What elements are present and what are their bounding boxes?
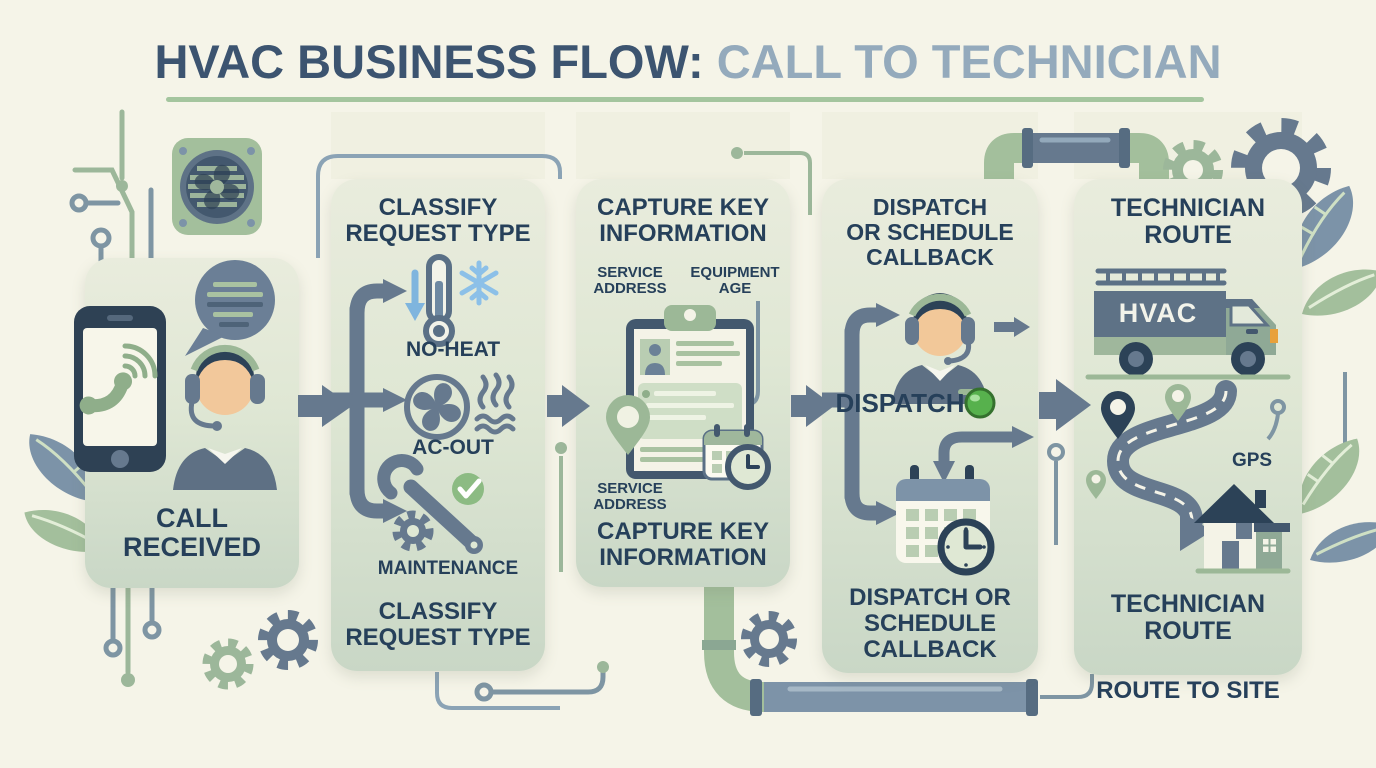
calendar-clock-icon <box>702 424 771 490</box>
branch-label-ac-out: AC-OUT <box>412 436 494 459</box>
circuit-line-top-center-icon <box>731 147 812 215</box>
wrench-icon <box>377 454 483 554</box>
branch-arrows-icon <box>822 307 884 521</box>
exhaust-fan-icon <box>172 138 262 235</box>
gps-circuit-icon <box>1266 399 1286 441</box>
leaf-icon <box>1310 522 1376 563</box>
status-dot-green <box>964 387 996 419</box>
panel-route-heading: TECHNICIAN ROUTE <box>1110 194 1266 249</box>
circuit-line-below-classify <box>435 661 609 710</box>
pipe-bottom-icon <box>702 586 1094 716</box>
clipboard-icon <box>626 305 754 479</box>
label-route-to-site: ROUTE TO SITE <box>1096 677 1280 704</box>
leaf-icon <box>1302 269 1376 316</box>
page-title: HVAC BUSINESS FLOW: CALL TO TECHNICIAN <box>0 34 1376 89</box>
heat-waves-icon <box>474 372 516 435</box>
circuit-lines-bottom-left-icon <box>103 585 162 687</box>
leaf-icon <box>1295 185 1354 268</box>
temperature-drop-icon <box>405 254 455 347</box>
panel-dispatch-heading: DISPATCH OR SCHEDULE CALLBACK <box>846 194 1014 270</box>
branch-label-no-heat: NO-HEAT <box>405 338 501 361</box>
location-pin-icon-dark <box>1101 391 1135 439</box>
route-path-icon <box>1106 380 1237 551</box>
column-band <box>331 112 545 179</box>
smartphone-icon <box>74 306 166 472</box>
classify-graphics <box>331 254 516 554</box>
check-circle-icon <box>452 473 484 505</box>
panel-call-received: CALL RECEIVED <box>74 258 299 588</box>
page-title-secondary: CALL TO TECHNICIAN <box>703 35 1222 88</box>
column-band <box>576 112 790 179</box>
label-gps: GPS <box>1231 450 1273 471</box>
pipe-top-icon <box>984 128 1169 182</box>
branch-arrows-icon <box>331 283 391 519</box>
van-hvac-text: HVAC <box>1118 298 1198 328</box>
panel-classify-request: CLASSIFY REQUEST TYPE NO-HEAT AC-OUT MAI… <box>331 179 545 671</box>
circuit-outline-top-center <box>316 154 562 258</box>
panel-dispatch-footer: DISPATCH OR SCHEDULE CALLBACK <box>849 584 1011 663</box>
panel-capture-info: CAPTURE KEY INFORMATION SERVICE ADDRESS … <box>576 179 790 587</box>
speech-bubble-icon <box>185 260 275 356</box>
signal-waves-icon <box>122 343 158 379</box>
house-icon <box>1194 484 1291 574</box>
label-equipment-age: EQUIPMENT AGE <box>690 264 780 298</box>
location-pin-icon-small <box>1086 470 1106 499</box>
call-received-graphics <box>173 260 277 490</box>
page-title-primary: HVAC BUSINESS FLOW: <box>154 35 704 88</box>
dispatch-graphics <box>822 293 1034 576</box>
branch-arrowheads <box>383 279 407 523</box>
fan-icon <box>404 374 470 440</box>
gear-icon-bottom-center <box>741 611 797 667</box>
capture-graphics <box>606 301 771 490</box>
snowflake-icon <box>459 260 499 306</box>
dispatcher-agent-icon <box>892 293 988 404</box>
arrow-call-to-classify <box>298 385 352 427</box>
label-dispatch: DISPATCH <box>835 388 965 418</box>
panel-classify-heading: CLASSIFY REQUEST TYPE <box>345 194 531 247</box>
arrow-classify-to-capture <box>547 385 590 427</box>
small-right-arrow-icon <box>994 317 1030 337</box>
panel-capture-heading: CAPTURE KEY INFORMATION <box>596 194 770 247</box>
location-pin-icon <box>606 395 650 455</box>
circuit-dot-between-classify-capture <box>555 442 567 572</box>
leaf-icon <box>1298 438 1360 514</box>
label-service-address-small: SERVICE ADDRESS <box>593 480 667 514</box>
calendar-clock-icon <box>896 465 995 576</box>
panel-capture-footer: CAPTURE KEY INFORMATION <box>596 518 770 571</box>
circuit-dot-between-dispatch-route <box>1047 443 1065 545</box>
phone-handset-icon <box>79 372 133 415</box>
gear-icon-bottom-left-green <box>202 638 254 690</box>
branch-arrowheads <box>876 303 900 525</box>
panel-dispatch: DISPATCH OR SCHEDULE CALLBACK DISPATCH D… <box>822 179 1038 673</box>
panel-call-received-label: CALL RECEIVED <box>122 503 262 563</box>
arrow-capture-to-dispatch <box>791 385 834 427</box>
panel-route-footer: TECHNICIAN ROUTE <box>1110 590 1266 645</box>
title-underline <box>166 97 1204 102</box>
gear-icon-maintenance <box>392 510 434 552</box>
call-agent-icon <box>173 344 277 490</box>
branch-label-maintenance: MAINTENANCE <box>377 558 519 579</box>
panel-classify-footer: CLASSIFY REQUEST TYPE <box>345 598 531 651</box>
arrow-dispatch-to-route <box>1039 379 1091 431</box>
panel-technician-route: TECHNICIAN ROUTE HVAC GPS TECHNICIAN ROU… <box>1074 179 1302 675</box>
label-service-address: SERVICE ADDRESS <box>593 264 667 298</box>
route-graphics <box>1085 268 1291 574</box>
hvac-van-icon <box>1085 268 1291 380</box>
curved-connector-arrow-icon <box>933 426 1034 483</box>
location-pin-icon-green <box>1165 383 1191 421</box>
gear-icon-bottom-left-slate <box>258 610 318 670</box>
